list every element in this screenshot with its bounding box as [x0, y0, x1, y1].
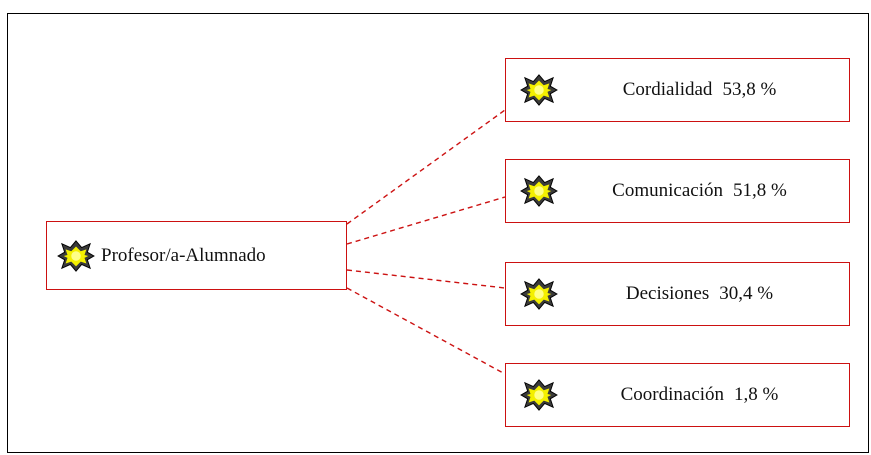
root-node: Profesor/a-Alumnado [46, 221, 347, 290]
node-label: Decisiones [625, 283, 710, 304]
root-label: Profesor/a-Alumnado [101, 244, 266, 266]
node-cordialidad: Cordialidad 53,8 % [505, 58, 850, 122]
node-percentage: 1,8 % [734, 384, 779, 405]
node-percentage: 51,8 % [732, 180, 787, 201]
connector-decisiones [346, 269, 506, 289]
node-label: Comunicación [612, 180, 723, 201]
node-label: Coordinación [620, 384, 725, 405]
node-percentage: 53,8 % [722, 79, 777, 100]
connector-cordialidad [346, 109, 506, 225]
yellow-star-badge-icon [520, 74, 558, 106]
yellow-star-badge-icon [520, 175, 558, 207]
connector-comunicacion [346, 196, 506, 245]
node-comunicacion: Comunicación 51,8 % [505, 159, 850, 223]
yellow-star-badge-icon [520, 278, 558, 310]
node-coordinacion: Coordinación 1,8 % [505, 363, 850, 427]
node-percentage: 30,4 % [719, 283, 774, 304]
connector-coordinacion [346, 287, 506, 375]
node-label: Cordialidad [622, 79, 713, 100]
yellow-star-badge-icon [520, 379, 558, 411]
yellow-star-badge-icon [57, 239, 95, 272]
node-decisiones: Decisiones 30,4 % [505, 262, 850, 326]
